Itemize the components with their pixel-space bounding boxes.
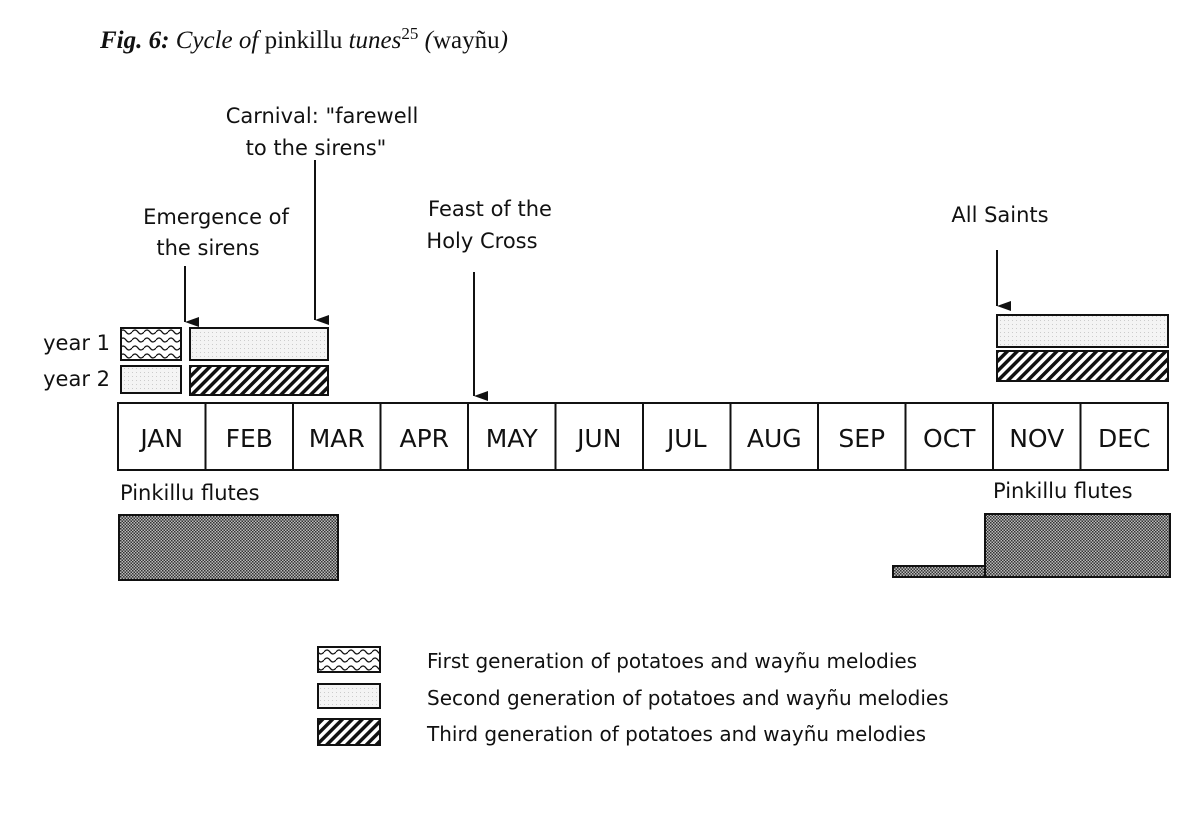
month-label: FEB (226, 424, 273, 453)
legend-swatch-third (317, 718, 381, 746)
month-label: MAR (309, 424, 365, 453)
year1-first-generation-bar (120, 327, 182, 361)
month-strip: JAN FEB MAR APR MAY JUN JUL AUG SEP OCT NOV DEC (117, 402, 1169, 471)
month-cell-nov (992, 402, 1082, 471)
legend: First generation of potatoes and wayñu m… (317, 646, 949, 746)
legend-label-second: Second generation of potatoes and wayñu … (427, 686, 949, 710)
legend-swatch-second (317, 683, 381, 709)
month-cell-jan (117, 402, 207, 471)
month-cell-jun (554, 402, 644, 471)
annotation-carnival-line1: Carnival: "farewell (226, 104, 419, 128)
month-label: AUG (747, 424, 802, 453)
row-label-year2: year 2 (43, 367, 110, 391)
flutes-bar-jan-mar (118, 514, 339, 581)
annotation-carnival-line2: to the sirens" (246, 136, 387, 160)
flutes-bar-nov-dec (984, 513, 1171, 578)
month-cell-sep (817, 402, 907, 471)
flutes-bar-oct-small (892, 565, 986, 578)
month-label: JAN (138, 424, 183, 453)
month-label: SEP (838, 424, 885, 453)
legend-label-first: First generation of potatoes and wayñu m… (427, 649, 917, 673)
month-cell-apr (379, 402, 469, 471)
month-label: NOV (1009, 424, 1064, 453)
annotation-emergence-line2: the sirens (156, 236, 259, 260)
legend-swatch-first (317, 646, 381, 673)
nov-dec-second-generation-bar (996, 314, 1169, 348)
month-cell-mar (292, 402, 382, 471)
month-cell-feb (204, 402, 294, 471)
month-label: APR (399, 424, 449, 453)
month-label: DEC (1098, 424, 1151, 453)
month-label: MAY (486, 424, 539, 453)
legend-label-third: Third generation of potatoes and wayñu m… (426, 722, 926, 746)
year1-second-generation-bar (189, 327, 329, 361)
month-label: OCT (923, 424, 976, 453)
flutes-label-right: Pinkillu flutes (993, 479, 1133, 503)
month-label: JUN (575, 424, 621, 453)
annotation-feast-line1: Feast of the (428, 197, 552, 221)
year2-third-generation-bar (189, 365, 329, 396)
annotation-all-saints: All Saints (951, 203, 1048, 227)
month-cell-dec (1079, 402, 1169, 471)
row-label-year1: year 1 (43, 331, 110, 355)
flutes-label-left: Pinkillu flutes (120, 481, 260, 505)
year2-second-generation-bar (120, 365, 182, 394)
nov-dec-third-generation-bar (996, 350, 1169, 382)
annotation-feast-line2: Holy Cross (426, 229, 537, 253)
figure-title: Fig. 6: Cycle of pinkillu tunes25 (wayñu… (99, 24, 508, 54)
annotation-emergence-line1: Emergence of (143, 205, 289, 229)
month-cell-oct (904, 402, 994, 471)
month-label: JUL (665, 424, 707, 453)
